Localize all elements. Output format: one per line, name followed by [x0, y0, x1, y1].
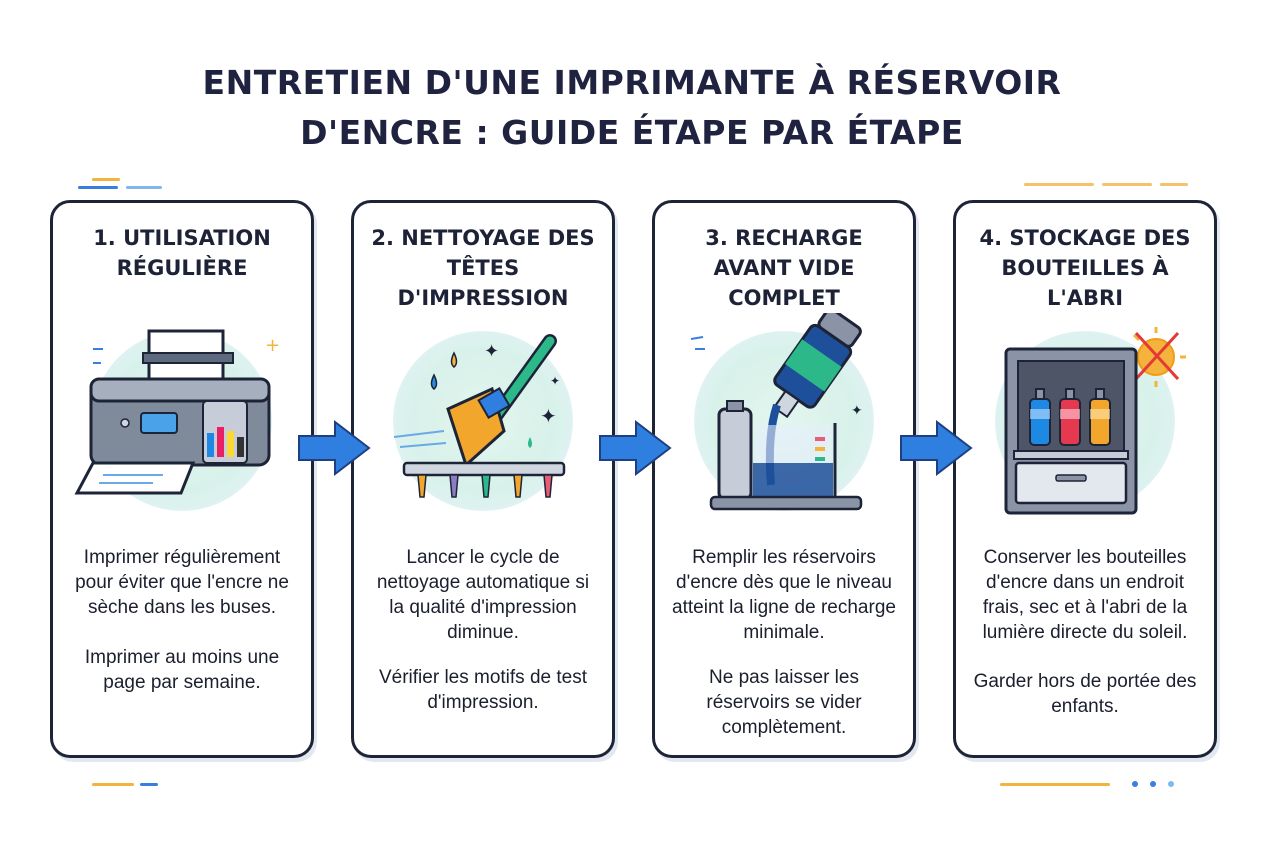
page-title-line-1: ENTRETIEN D'UNE IMPRIMANTE À RÉSERVOIR [202, 63, 1062, 102]
next-step-arrow-icon [599, 420, 672, 476]
step-card-3: 3. RECHARGE AVANT VIDE COMPLET ✦ Remplir… [652, 200, 916, 758]
svg-text:✦: ✦ [484, 341, 499, 362]
deco-line [92, 783, 134, 786]
deco-dot [1150, 781, 1156, 787]
deco-line [1024, 183, 1094, 186]
deco-dot [1168, 781, 1174, 787]
storage-cabinet-icon [1004, 327, 1186, 515]
next-step-arrow-icon [900, 420, 973, 476]
page-title: ENTRETIEN D'UNE IMPRIMANTE À RÉSERVOIR D… [0, 58, 1264, 158]
step-card-1: 1. UTILISATION RÉGULIÈRE + Imprimer régu… [50, 200, 314, 758]
svg-text:✦: ✦ [550, 374, 560, 388]
step-card-4: 4. STOCKAGE DES BOUTEILLES À L'ABRI [953, 200, 1217, 758]
deco-line [1160, 183, 1188, 186]
page-title-line-2: D'ENCRE : GUIDE ÉTAPE PAR ÉTAPE [300, 113, 964, 152]
step-description: Remplir les réservoirs d'encre dès que l… [672, 547, 896, 643]
deco-line [140, 783, 158, 786]
ink-bottle-refill-icon: ✦ [690, 313, 863, 511]
step-description: Lancer le cycle de nettoyage automatique… [376, 547, 590, 643]
step-title: 4. STOCKAGE DES BOUTEILLES À L'ABRI [979, 226, 1191, 310]
deco-line [126, 186, 162, 189]
step-card-2: 2. NETTOYAGE DES TÊTES D'IMPRESSION ✦ ✦ … [351, 200, 615, 758]
step-tip: Garder hors de portée des enfants. [973, 671, 1197, 717]
step-description: Conserver les bouteilles d'encre dans un… [982, 547, 1188, 643]
svg-text:✦: ✦ [851, 403, 863, 419]
svg-text:+: + [265, 335, 280, 356]
deco-line [1000, 783, 1110, 786]
step-tip: Ne pas laisser les réservoirs se vider c… [706, 667, 862, 738]
step-description: Imprimer régulièrement pour éviter que l… [75, 547, 289, 618]
step-tip: Imprimer au moins une page par semaine. [84, 647, 280, 693]
step-title: 2. NETTOYAGE DES TÊTES D'IMPRESSION [371, 226, 595, 310]
next-step-arrow-icon [298, 420, 371, 476]
brush-printhead-icon: ✦ ✦ ✦ [393, 334, 566, 498]
deco-line [92, 178, 120, 181]
step-title: 3. RECHARGE AVANT VIDE COMPLET [705, 226, 863, 310]
svg-text:✦: ✦ [540, 404, 557, 428]
step-title: 1. UTILISATION RÉGULIÈRE [93, 226, 271, 280]
step-tip: Vérifier les motifs de test d'impression… [378, 667, 588, 713]
deco-line [78, 186, 118, 189]
deco-dot [1132, 781, 1138, 787]
printer-icon: + [74, 329, 280, 495]
deco-line [1102, 183, 1152, 186]
